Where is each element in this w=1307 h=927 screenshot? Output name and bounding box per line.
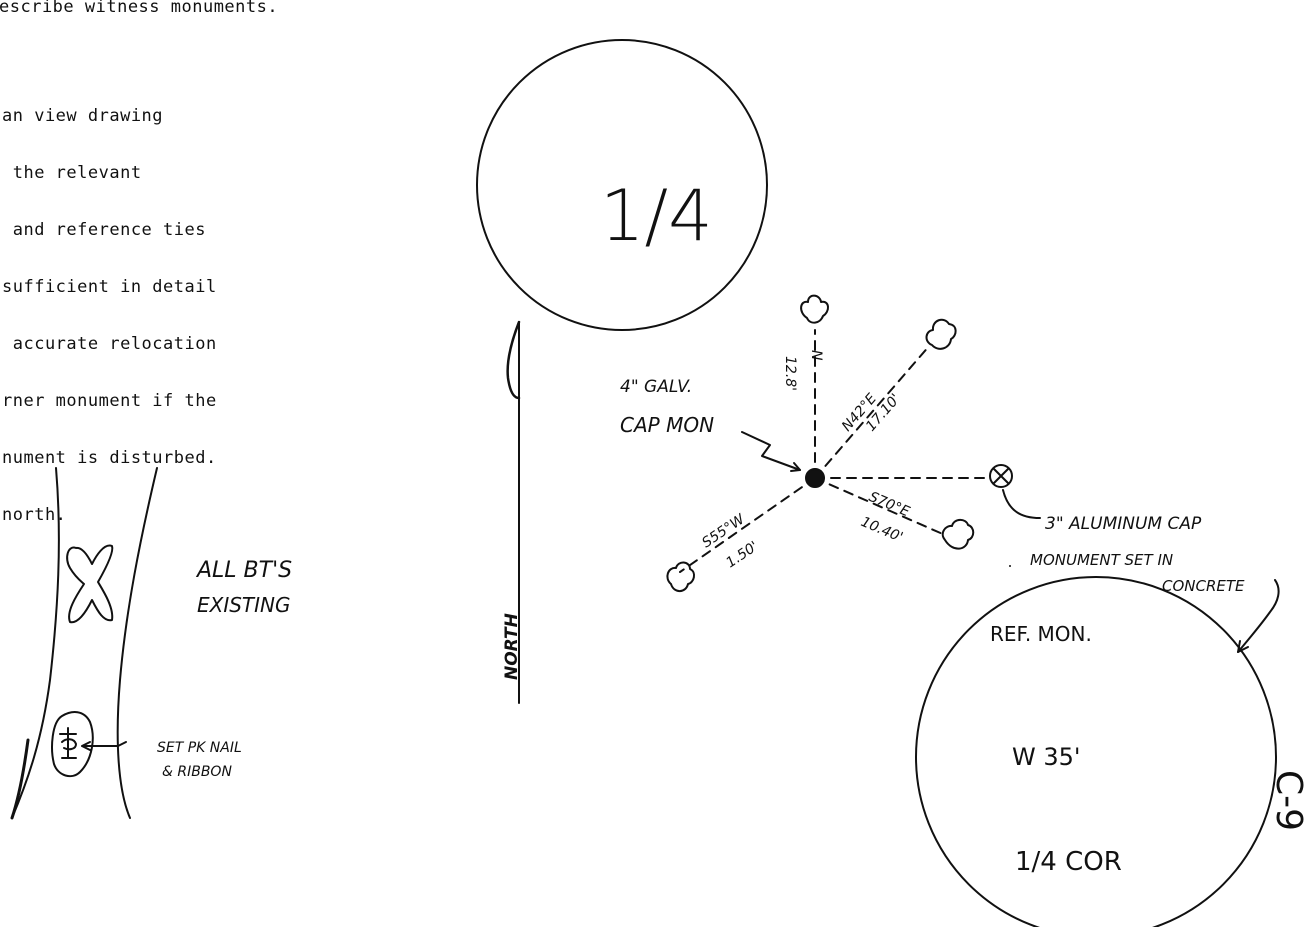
instructions-line: the relevant xyxy=(2,163,142,183)
sheet-number: C-9 xyxy=(1268,770,1307,831)
instructions-heading: escribe witness monuments. xyxy=(0,0,279,17)
tie-southeast-distance: 10.40' xyxy=(858,514,905,546)
aluminum-cap-label-line3: CONCRETE xyxy=(1162,577,1245,595)
instructions-line: nument is disturbed. xyxy=(2,448,217,468)
aluminum-cap-label-line1: 3" ALUMINUM CAP xyxy=(1045,514,1202,534)
tie-north-bearing: N xyxy=(808,350,824,361)
reference-monument-circle xyxy=(915,576,1277,927)
pk-nail-label-line1: SET PK NAIL xyxy=(157,740,242,756)
pk-nail-label-line2: & RIBBON xyxy=(162,764,232,780)
concrete-leader-arrow xyxy=(1237,579,1280,653)
quarter-fraction-label: 1/4 xyxy=(600,175,713,257)
tree-trunk-sketch xyxy=(10,467,158,820)
aluminum-cap-leader xyxy=(1002,489,1041,519)
galv-cap-monument-icon xyxy=(805,468,825,488)
instructions-line: and reference ties xyxy=(2,220,206,240)
reference-ties xyxy=(679,329,991,573)
aluminum-cap-label-line2: MONUMENT SET IN xyxy=(1030,551,1173,569)
blaze-x-icon xyxy=(66,544,114,624)
aluminum-cap-monument-icon xyxy=(989,464,1013,488)
instructions-paragraph: an view drawing the relevant and referen… xyxy=(2,69,217,563)
north-label: NORTH xyxy=(502,613,522,680)
tie-southwest-distance: 1.50' xyxy=(723,538,761,571)
ref-mon-distance: W 35' xyxy=(1012,743,1081,771)
instructions-text: escribe witness monuments. an view drawi… xyxy=(0,0,400,525)
pk-nail-blaze-icon xyxy=(51,711,127,778)
bt-existing-line2: EXISTING xyxy=(197,593,291,617)
tree-north-icon xyxy=(800,294,829,324)
tie-north-distance: 12.8' xyxy=(782,356,798,391)
galv-cap-label-line2: CAP MON xyxy=(620,413,714,437)
tree-southeast-icon xyxy=(941,518,975,550)
instructions-line: an view drawing xyxy=(2,106,164,126)
quarter-corner-circle xyxy=(476,39,768,331)
tree-northeast-icon xyxy=(925,318,957,350)
instructions-line: sufficient in detail xyxy=(2,277,217,297)
galv-cap-label-line1: 4" GALV. xyxy=(620,377,692,397)
galv-cap-leader xyxy=(741,431,801,471)
bt-existing-line1: ALL BT'S xyxy=(195,558,292,583)
tie-southeast-bearing: S70°E xyxy=(866,489,912,520)
instructions-line: accurate relocation xyxy=(2,334,217,354)
ref-mon-corner: 1/4 COR xyxy=(1015,847,1122,877)
instructions-line: north. xyxy=(2,505,67,525)
quarter-fraction-text: 1/4 xyxy=(600,175,713,257)
instructions-line: rner monument if the xyxy=(2,391,217,411)
ref-mon-title: REF. MON. xyxy=(990,622,1092,646)
north-arrow xyxy=(506,320,521,704)
tree-southwest-icon xyxy=(666,561,696,593)
